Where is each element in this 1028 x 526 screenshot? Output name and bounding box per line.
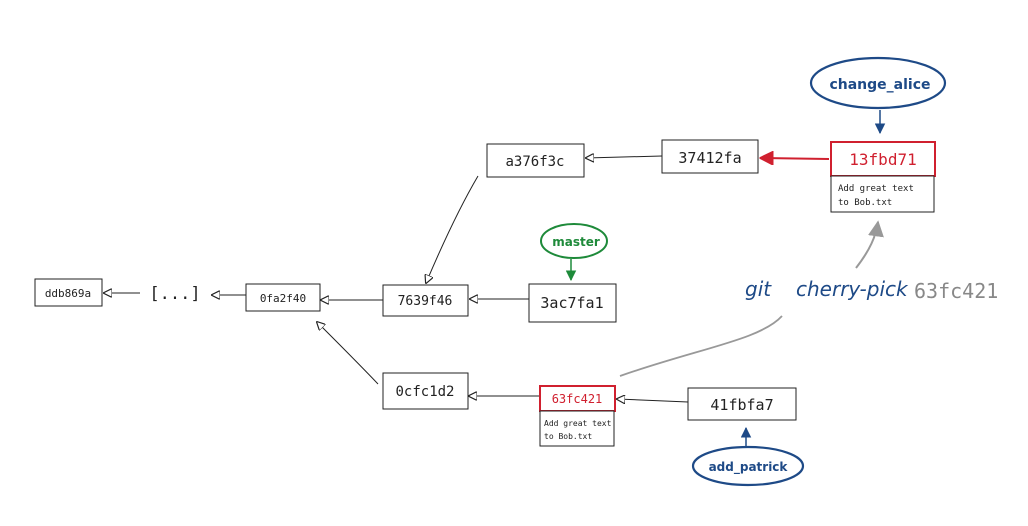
commit-hash: ddb869a bbox=[45, 287, 91, 300]
commit-hash: 13fbd71 bbox=[849, 150, 916, 169]
commit-edges bbox=[104, 156, 689, 402]
commit-ddb869a: ddb869a bbox=[34, 278, 103, 307]
commit-hash: 0fa2f40 bbox=[260, 292, 306, 305]
commit-41fbfa7: 41fbfa7 bbox=[687, 387, 797, 421]
commit-hash: [...] bbox=[149, 284, 200, 304]
edge-41fbfa7-63fc421 bbox=[617, 399, 689, 402]
commit-message-line: to Bob.txt bbox=[838, 198, 892, 208]
commit-3ac7fa1: 3ac7fa1 bbox=[528, 283, 617, 323]
git-cherry-pick-command: git cherry-pick 63fc421 bbox=[745, 277, 998, 303]
edge-0cfc1d2-0fa2f40 bbox=[317, 322, 379, 385]
commit-hash: 7639f46 bbox=[398, 294, 453, 309]
commit-37412fa: 37412fa bbox=[661, 139, 759, 174]
edge-37412fa-a376f3c bbox=[586, 156, 663, 158]
commit-message-line: Add great text bbox=[838, 184, 914, 194]
commit-hash: 37412fa bbox=[678, 149, 741, 167]
cherry-pick-arrow bbox=[619, 315, 783, 377]
commit-13fbd71: 13fbd71 Add great text to Bob.txt bbox=[830, 141, 936, 213]
command-hash: 63fc421 bbox=[914, 279, 998, 303]
branch-add-patrick: add_patrick bbox=[691, 426, 805, 487]
commit-7639f46: 7639f46 bbox=[382, 284, 469, 317]
commit-hash: 63fc421 bbox=[552, 392, 603, 406]
commit-0cfc1d2: 0cfc1d2 bbox=[382, 372, 469, 410]
commit-message-line: Add great text bbox=[544, 419, 612, 428]
branch-label: change_alice bbox=[829, 77, 930, 93]
branch-label: add_patrick bbox=[709, 460, 789, 475]
command-git: git bbox=[745, 277, 772, 301]
commit-0fa2f40: 0fa2f40 bbox=[245, 283, 321, 312]
branch-label: master bbox=[552, 235, 600, 249]
branch-change-alice: change_alice bbox=[809, 56, 947, 135]
commit-hash: 3ac7fa1 bbox=[540, 294, 603, 312]
command-cherry-pick: cherry-pick bbox=[796, 277, 909, 301]
branch-master: master bbox=[540, 223, 608, 282]
edge-a376f3c-7639f46 bbox=[426, 175, 479, 283]
commit-message-line: to Bob.txt bbox=[544, 432, 592, 441]
commit-hash: a376f3c bbox=[505, 154, 564, 170]
commit-hash: 0cfc1d2 bbox=[395, 384, 454, 400]
commit-ellipsis: [...] bbox=[149, 284, 200, 304]
edge-13fbd71-37412fa bbox=[761, 158, 830, 159]
commit-hash: 41fbfa7 bbox=[710, 396, 773, 414]
commit-a376f3c: a376f3c bbox=[486, 143, 585, 178]
cherry-pick-arrow-tip bbox=[855, 220, 884, 269]
commit-63fc421: 63fc421 Add great text to Bob.txt bbox=[539, 385, 616, 447]
